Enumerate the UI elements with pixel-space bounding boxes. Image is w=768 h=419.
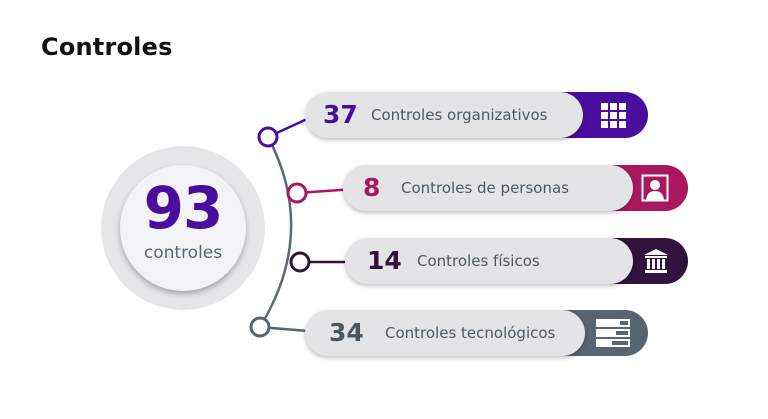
category-count: 14 — [367, 246, 402, 275]
category-tecnologicos: 34 Controles tecnológicos — [305, 310, 648, 356]
grid-icon — [595, 92, 631, 138]
node-fisicos — [289, 251, 311, 273]
category-body — [305, 92, 583, 138]
category-body — [305, 310, 585, 356]
category-label: Controles organizativos — [371, 106, 548, 124]
category-body — [343, 165, 633, 211]
server-rack-icon — [593, 310, 633, 356]
node-tecnologicos — [249, 316, 271, 338]
total-count: 93 — [143, 174, 224, 242]
node-organizativos — [257, 126, 279, 148]
category-fisicos: 14 Controles físicos — [345, 238, 688, 284]
category-label: Controles tecnológicos — [385, 324, 556, 342]
category-label: Controles de personas — [401, 179, 569, 197]
connector-arc — [258, 136, 293, 328]
building-columns-icon — [640, 238, 672, 284]
total-label: controles — [143, 243, 223, 263]
category-label: Controles físicos — [417, 252, 540, 270]
person-portrait-icon — [640, 165, 670, 211]
total-circle — [120, 165, 246, 291]
category-count: 34 — [329, 318, 364, 347]
category-count: 37 — [323, 100, 358, 129]
category-personas: 8 Controles de personas — [343, 165, 688, 211]
category-body — [345, 238, 633, 284]
page-title: Controles — [41, 33, 173, 61]
node-personas — [286, 182, 308, 204]
category-organizativos: 37 Controles organizativos — [305, 92, 648, 138]
category-count: 8 — [363, 173, 381, 202]
